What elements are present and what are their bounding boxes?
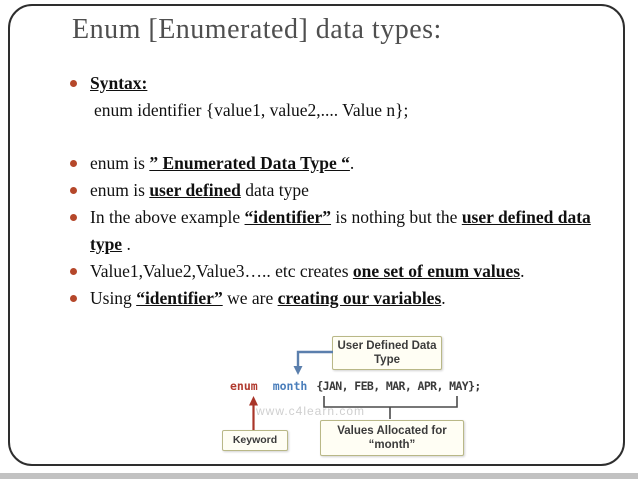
list-item-syntax: Syntax: [68, 70, 608, 97]
text-segment: . [122, 234, 131, 254]
text-segment: data type [240, 180, 309, 200]
text-segment: Value1,Value2,Value3….. etc creates [90, 261, 353, 281]
list-item-using-identifier: Using “identifier” we are creating our v… [68, 285, 608, 312]
text-segment-emphasized: user defined [149, 180, 241, 200]
text-segment-emphasized: user defined data type [90, 207, 591, 254]
bullet-icon [70, 80, 77, 87]
page-title: Enum [Enumerated] data types: [72, 14, 442, 45]
blue-elbow-arrow-icon [293, 350, 333, 375]
syntax-label: Syntax: [90, 73, 148, 93]
text-segment-emphasized: “identifier” [244, 207, 332, 227]
text-segment: we are [222, 288, 278, 308]
list-item-identifier: In the above example “identifier” is not… [68, 204, 608, 258]
text-segment: Using [90, 288, 137, 308]
text-segment: . [520, 261, 525, 281]
bullet-icon [70, 187, 77, 194]
enum-declaration-code: enum month {JAN, FEB, MAR, APR, MAY}; [230, 379, 481, 393]
text-segment: enum is [90, 180, 150, 200]
bullet-icon [70, 268, 77, 275]
underbrace-icon [323, 396, 458, 419]
bullet-icon [70, 160, 77, 167]
keyword-callout: Keyword [222, 430, 288, 451]
text-segment: enum is [90, 153, 150, 173]
list-item-user-defined: enum is user defined data type [68, 177, 608, 204]
red-up-arrow-icon [249, 396, 258, 430]
code-values: {JAN, FEB, MAR, APR, MAY}; [316, 379, 481, 393]
values-callout-line2: “month” [368, 439, 416, 451]
text-segment-emphasized: creating our variables [277, 288, 442, 308]
text-segment-emphasized: one set of enum values [352, 261, 521, 281]
bottom-gray-strip [0, 473, 638, 479]
code-keyword: enum [230, 379, 258, 393]
values-callout-line1: Values Allocated for [337, 425, 447, 437]
text-segment: is nothing but the [331, 207, 462, 227]
text-segment: . [349, 153, 355, 173]
list-item-values: Value1,Value2,Value3….. etc creates one … [68, 258, 608, 285]
text-segment: . [441, 288, 446, 308]
code-identifier: month [272, 379, 308, 393]
values-allocated-callout: Values Allocated for “month” [320, 420, 464, 456]
watermark-text: www.c4learn.com [256, 404, 366, 418]
bullet-icon [70, 295, 77, 302]
text-segment-emphasized: “identifier” [136, 288, 223, 308]
syntax-code-line: enum identifier {value1, value2,.... Val… [94, 100, 409, 120]
enum-syntax-diagram: User Defined Data Type enum month {JAN, FE… [10, 6, 623, 464]
list-item-enumerated: enum is ” Enumerated Data Type “. [68, 150, 608, 177]
presentation-slide: Enum [Enumerated] data types: Syntax: en… [8, 4, 625, 466]
text-segment-emphasized: ” Enumerated Data Type “ [149, 153, 350, 173]
user-defined-data-type-callout: User Defined Data Type [332, 336, 442, 370]
bullet-list: Syntax: enum identifier {value1, value2,… [68, 70, 608, 312]
text-segment: In the above example [90, 207, 245, 227]
bullet-icon [70, 214, 77, 221]
